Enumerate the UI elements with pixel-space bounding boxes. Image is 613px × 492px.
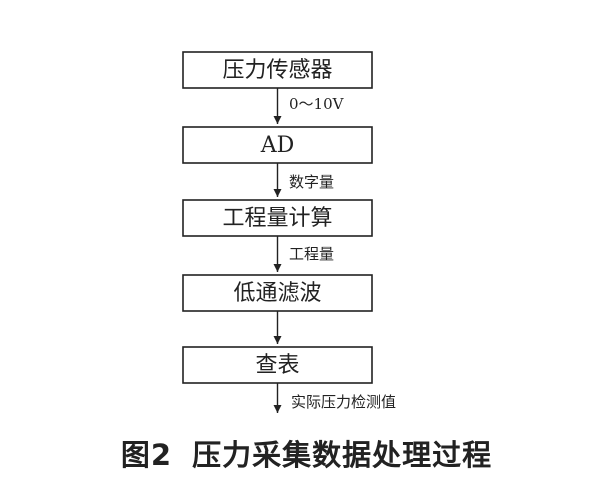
edge-label-3: 工程量 <box>289 245 334 263</box>
step-label-lookup: 查表 <box>255 353 299 378</box>
edge-label-5: 实际压力检测值 <box>291 393 396 411</box>
edge-label-1: 0～10V <box>289 95 345 113</box>
step-box-lookup <box>182 346 373 384</box>
step-label-ad: AD <box>260 133 295 158</box>
figure-title: 压力采集数据处理过程 <box>192 438 493 472</box>
step-box-engineering-calc <box>182 199 373 237</box>
step-label-sensor: 压力传感器 <box>222 58 332 83</box>
step-label-engineering-calc: 工程量计算 <box>222 206 332 231</box>
step-box-sensor <box>182 51 373 89</box>
edge-label-2: 数字量 <box>289 173 334 191</box>
step-box-ad <box>182 126 373 164</box>
figure-number: 图2 <box>120 438 173 472</box>
figure-caption: 图2 压力采集数据处理过程 <box>0 432 613 474</box>
step-label-lowpass: 低通滤波 <box>233 281 321 306</box>
